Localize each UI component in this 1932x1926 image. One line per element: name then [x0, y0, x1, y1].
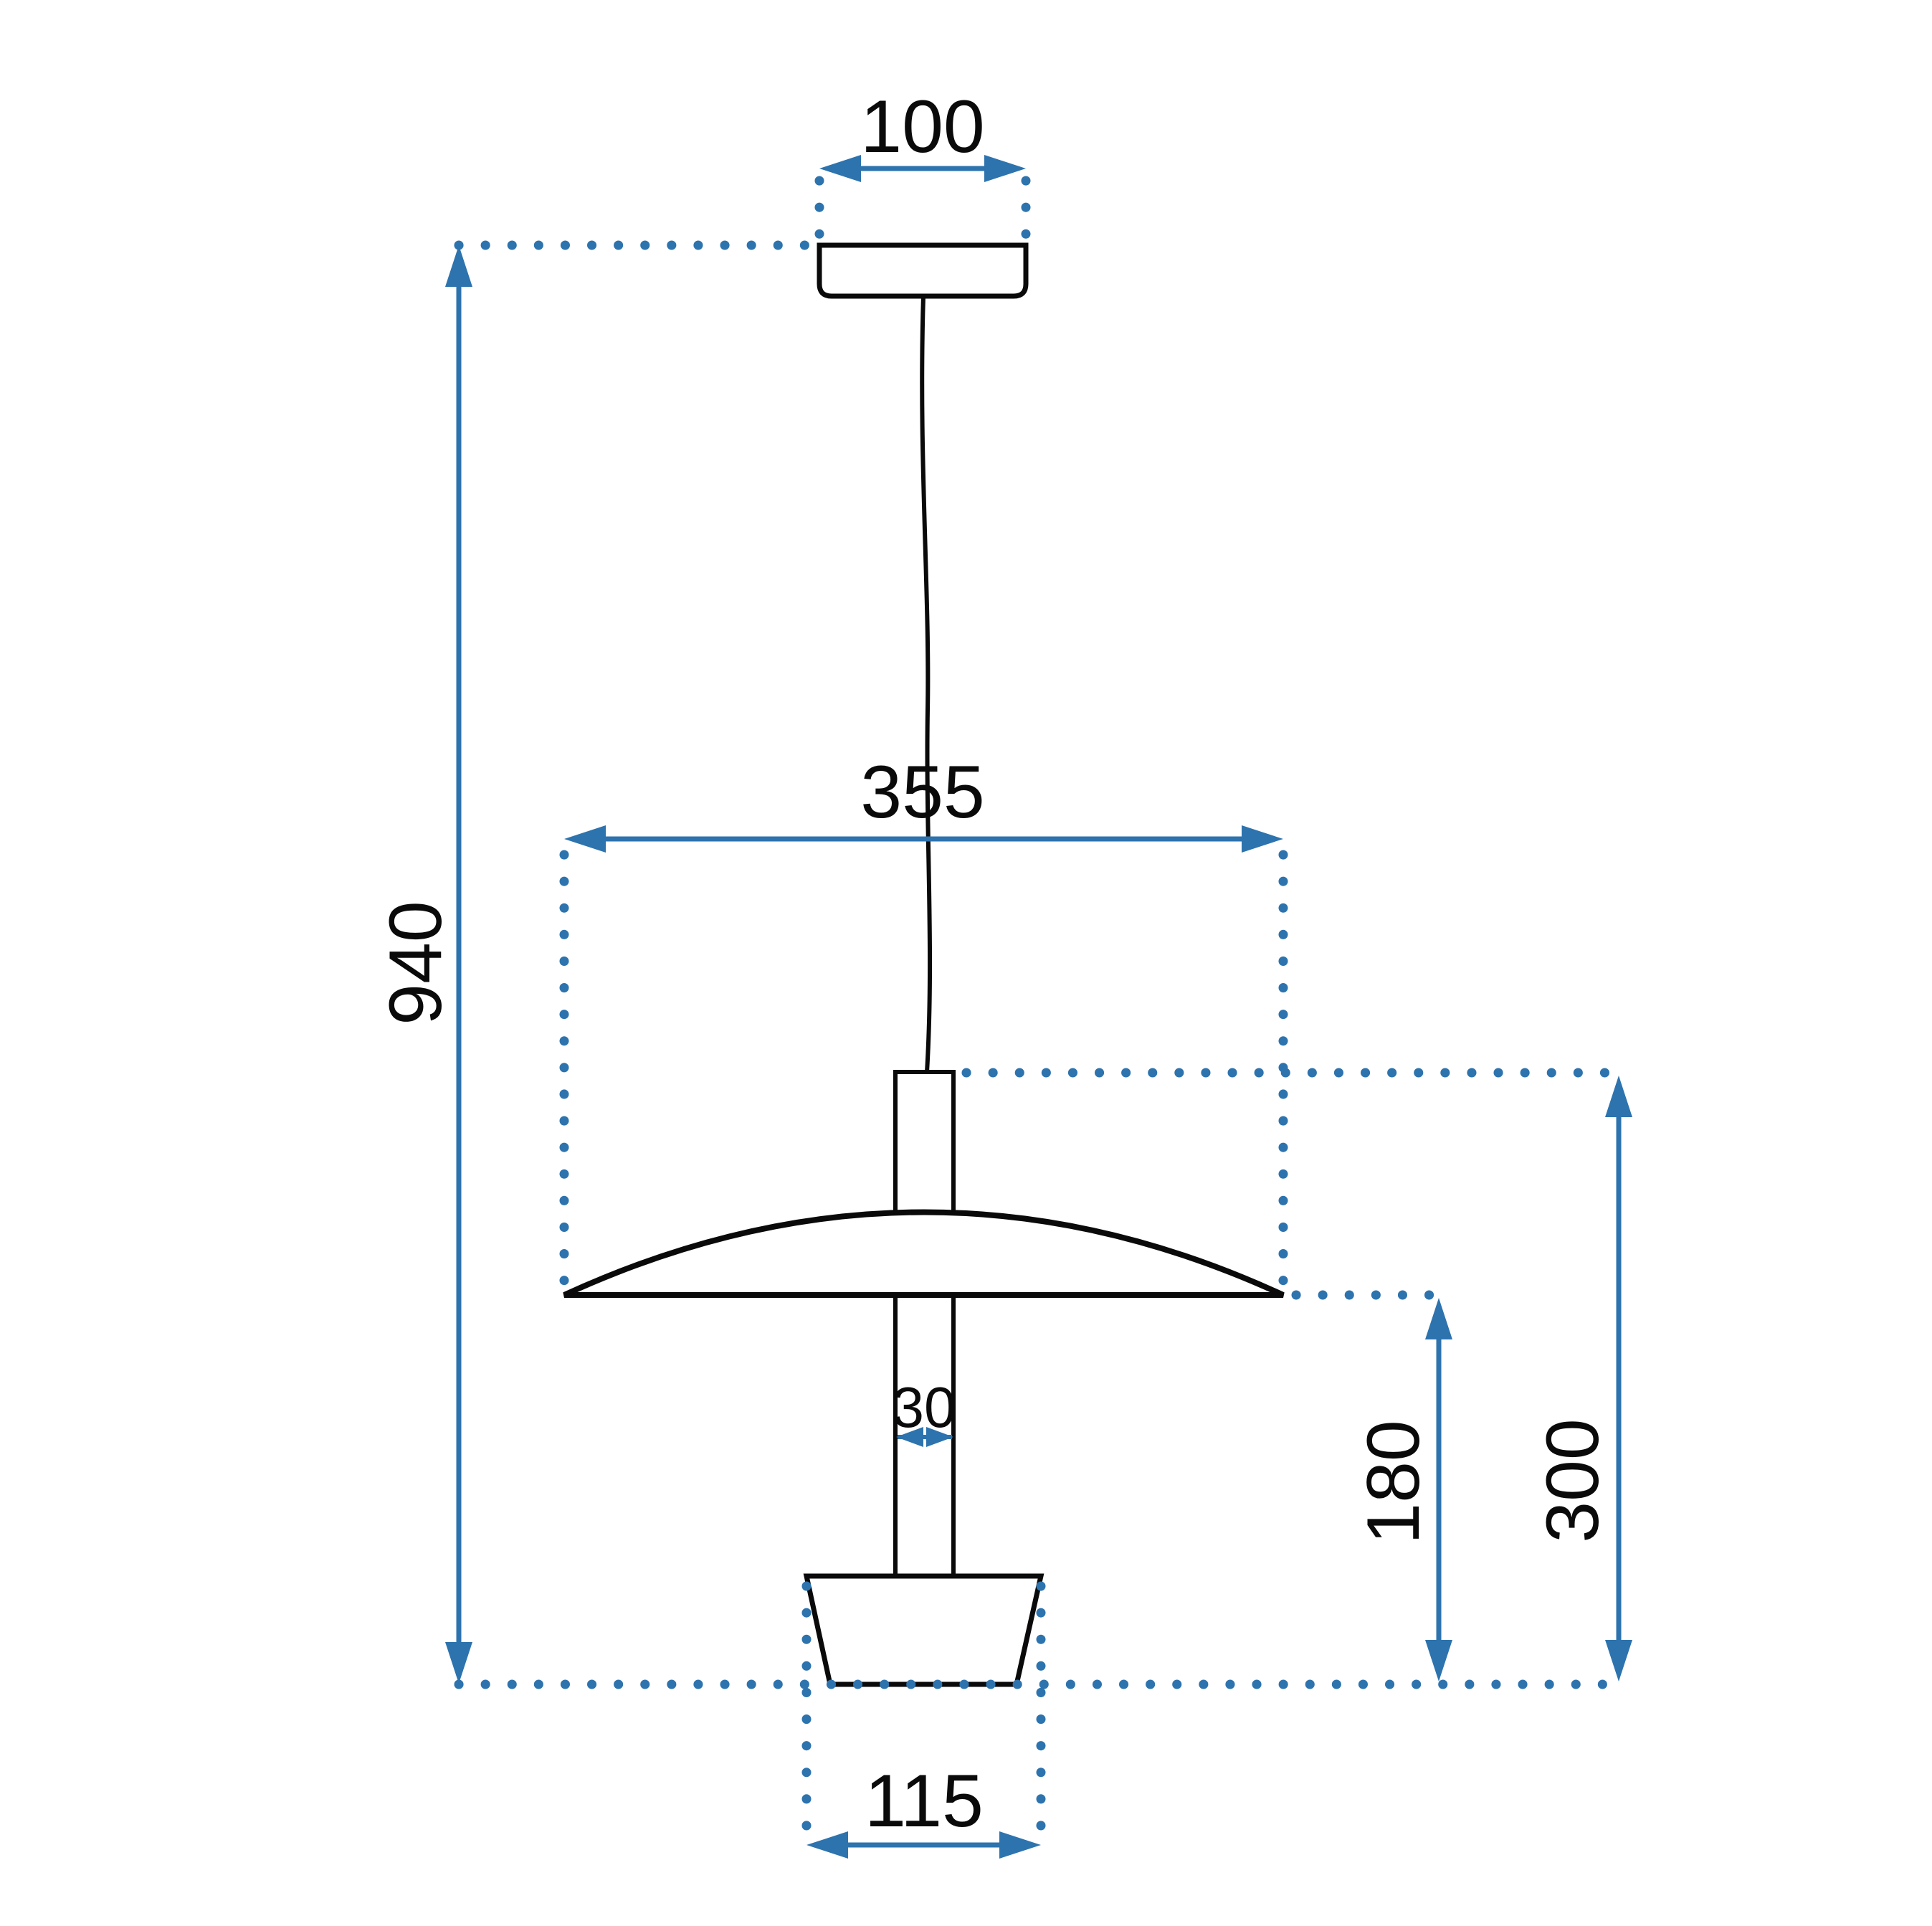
- stem-width-arrowhead-right: [926, 1427, 953, 1447]
- dimension-stem-width: 30: [893, 1375, 956, 1447]
- lamp-base: [803, 1573, 1044, 1687]
- dimension-base-width: 115: [801, 1581, 1046, 1859]
- shade-to-bottom-label: 180: [1352, 1420, 1435, 1545]
- base-width-arrowhead-left: [806, 1831, 848, 1859]
- shade-width-label: 355: [860, 751, 985, 834]
- stem-width-arrowhead-left: [896, 1427, 923, 1447]
- base-width-label: 115: [865, 1760, 984, 1843]
- shade-to-bottom-arrowhead-top: [1425, 1298, 1452, 1339]
- stem-upper: [893, 1070, 956, 1220]
- ceiling-canopy: [817, 242, 1029, 299]
- dimension-stem-top-to-bottom: 300: [961, 1068, 1632, 1681]
- stem-top-to-bottom-arrowhead-top: [1605, 1076, 1632, 1117]
- fixture-outline: [563, 242, 1285, 1687]
- canopy-width-arrowhead-left: [819, 155, 861, 182]
- stem-top-to-bottom-arrowhead-bottom: [1605, 1640, 1632, 1681]
- stem-width-label: 30: [893, 1375, 956, 1439]
- total-height-arrowhead-top: [445, 245, 472, 287]
- dimension-total-height: 940: [374, 240, 1624, 1689]
- dimension-shade-to-bottom: 180: [1291, 1290, 1452, 1681]
- shade-width-arrowhead-left: [564, 825, 606, 853]
- shade-width-arrowhead-right: [1242, 825, 1283, 853]
- base-width-arrowhead-right: [999, 1831, 1041, 1859]
- canopy-width-arrowhead-right: [984, 155, 1026, 182]
- lamp-shade: [563, 1209, 1285, 1298]
- dimension-shade-width: 355: [559, 751, 1288, 1290]
- dimension-canopy-width: 100: [814, 85, 1031, 242]
- hanging-cable: [920, 295, 933, 1073]
- canopy-width-label: 100: [860, 85, 985, 169]
- total-height-arrowhead-bottom: [445, 1642, 472, 1684]
- shade-to-bottom-arrowhead-bottom: [1425, 1640, 1452, 1681]
- total-height-label: 940: [374, 901, 457, 1025]
- stem-top-to-bottom-label: 300: [1531, 1418, 1614, 1543]
